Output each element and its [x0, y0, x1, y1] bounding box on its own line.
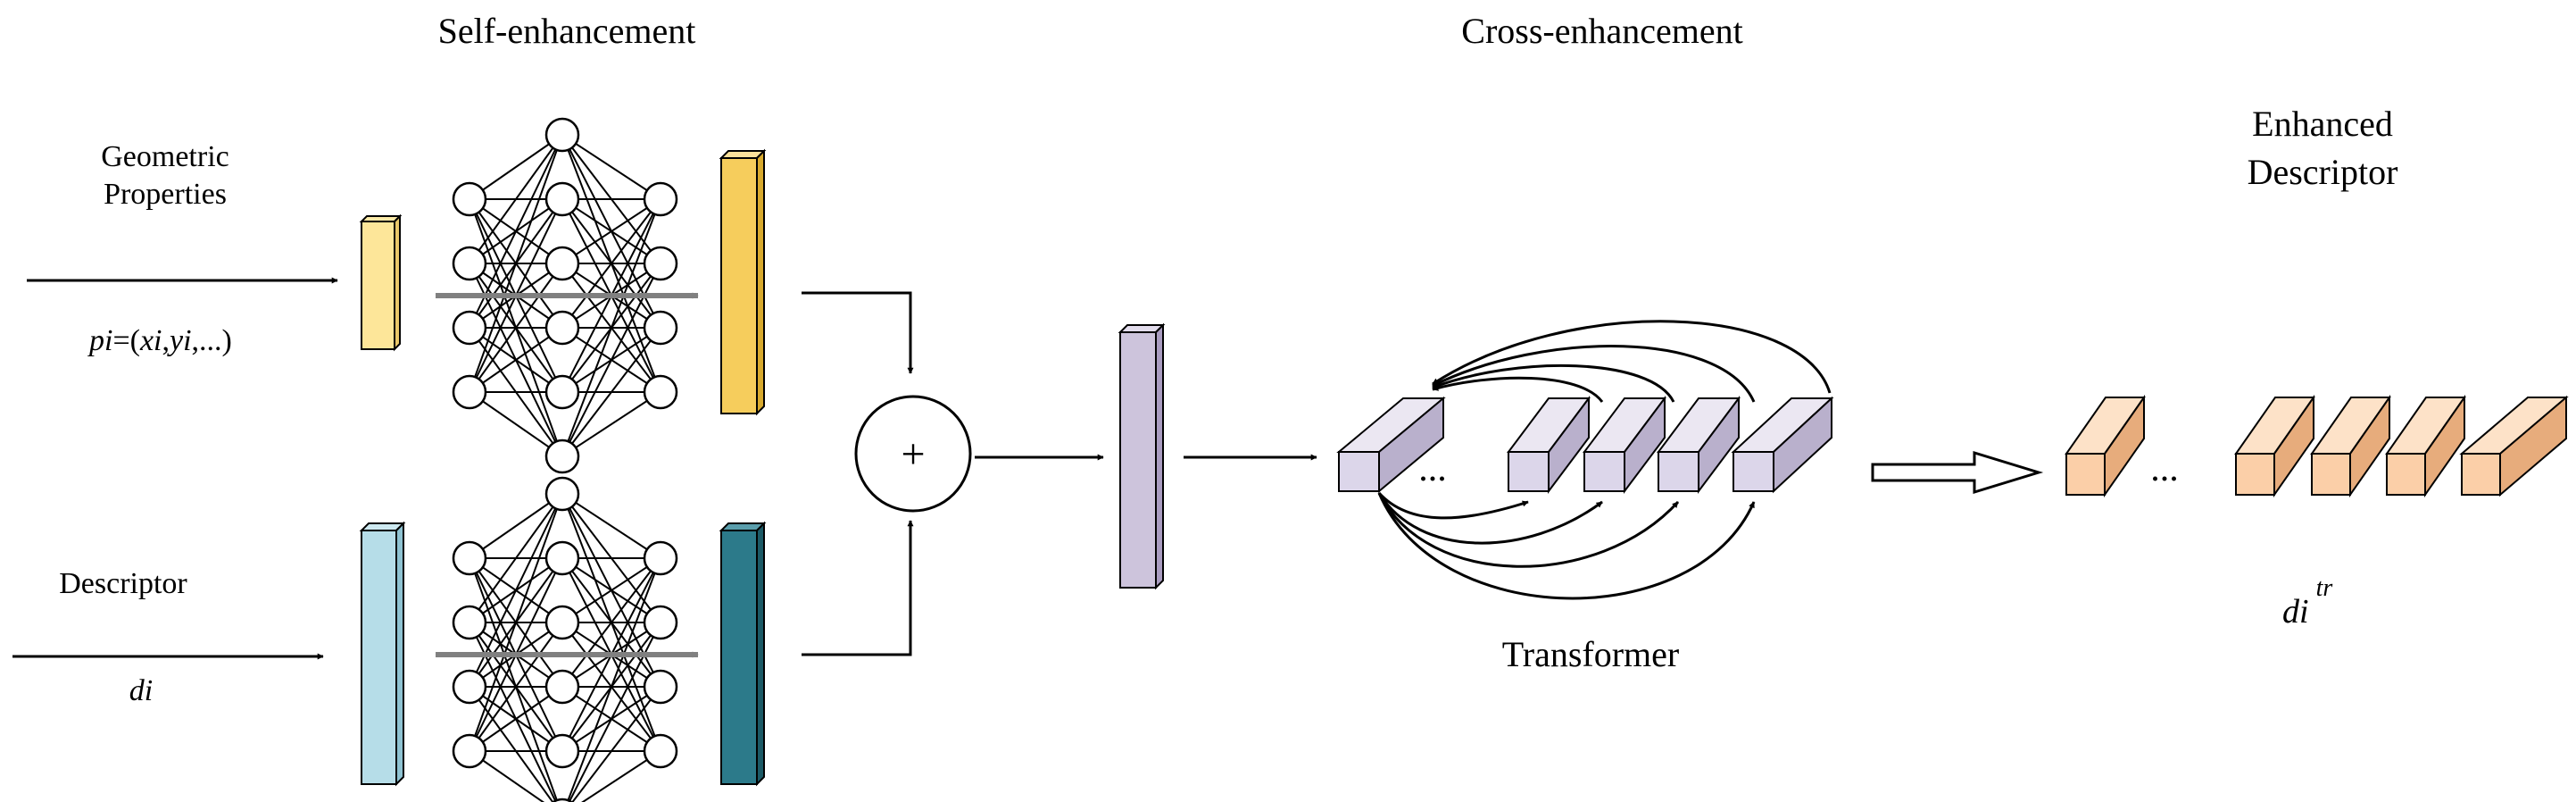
descriptor-mlp-connection [571, 686, 661, 802]
descriptor-mlp-connection [469, 493, 563, 559]
transformer-token-block-3 [1583, 396, 1666, 494]
geometric-mlp-neuron [643, 246, 678, 281]
geometric-enhanced-vector [719, 148, 767, 416]
descriptor-to-fusion-connector [802, 520, 914, 656]
descriptor-mlp-neuron [643, 540, 678, 576]
descriptor-mlp-neuron [452, 669, 487, 705]
output-token-block-5 [2459, 395, 2569, 497]
geometric-mlp-neuron [452, 181, 487, 217]
geometric-mlp-neuron [643, 310, 678, 346]
output-token-block-3 [2310, 394, 2391, 498]
output-token-block-4 [2385, 394, 2466, 498]
descriptor-mlp-network [436, 476, 699, 802]
geometric-mlp-neuron [452, 374, 487, 410]
geometric-label-line2: Properties [104, 178, 227, 211]
descriptor-mlp-connection [469, 493, 563, 688]
enhanced-descriptor-symbol: ditr [2282, 574, 2332, 631]
geometric-mlp-connection [561, 198, 661, 264]
geometric-to-fusion-connector [802, 291, 914, 374]
descriptor-mlp-connection [561, 493, 661, 559]
geometric-mlp-neuron [544, 181, 580, 217]
descriptor-feature-vector [359, 521, 406, 787]
cross-enhancement-title: Cross-enhancement [1461, 11, 1742, 51]
descriptor-mlp-neuron [544, 605, 580, 640]
descriptor-symbol: di [129, 674, 153, 707]
plus-symbol: + [901, 430, 925, 478]
geometric-mlp-neuron [544, 310, 580, 346]
geometric-mlp-neuron [544, 246, 580, 281]
descriptor-mlp-neuron [544, 733, 580, 769]
self-enhancement-title: Self-enhancement [438, 11, 696, 51]
hollow-output-arrow [1871, 450, 2044, 495]
descriptor-mlp-connection [469, 493, 563, 752]
descriptor-label: Descriptor [59, 567, 187, 600]
geometric-mlp-connection [561, 327, 661, 457]
geometric-mlp-connection [469, 391, 563, 457]
descriptor-mlp-connection [469, 493, 563, 623]
descriptor-mlp-connection [469, 686, 563, 752]
geometric-feature-vector [359, 213, 403, 352]
geometric-mlp-neuron [452, 246, 487, 281]
geometric-mlp-connection [469, 134, 563, 329]
geometric-mlp-connection [469, 134, 563, 264]
descriptor-mlp-connection [561, 557, 661, 688]
geometric-mlp-connection [469, 134, 563, 393]
transformer-ellipsis: ... [1418, 448, 1447, 489]
transformer-token-block-4 [1657, 396, 1741, 494]
descriptor-mlp-connection [566, 557, 661, 802]
descriptor-mlp-neuron [643, 733, 678, 769]
descriptor-enhanced-vector [719, 521, 767, 787]
geometric-mlp-network [436, 117, 699, 474]
descriptor-mlp-connection [469, 750, 545, 802]
fused-feature-vector [1118, 322, 1166, 590]
geometric-mlp-connection [561, 391, 661, 457]
transformer-token-block-1 [1336, 396, 1446, 494]
geometric-label-line1: Geometric [101, 140, 229, 173]
enhanced-descriptor-title-line1: Enhanced [2252, 104, 2393, 144]
geometric-mlp-connection [561, 198, 661, 457]
transformer-token-block-2 [1507, 396, 1591, 494]
geometric-mlp-neuron [544, 117, 580, 153]
geometric-mlp-connection [561, 134, 661, 200]
descriptor-mlp-neuron [452, 605, 487, 640]
geometric-mlp-connection [561, 263, 661, 457]
output-token-block-1 [2065, 394, 2146, 498]
descriptor-mlp-neuron [643, 669, 678, 705]
geometric-mlp-neuron [452, 310, 487, 346]
geometric-mlp-neuron [544, 439, 580, 474]
geometric-mlp-connection [469, 327, 563, 393]
descriptor-mlp-neuron [551, 798, 574, 802]
output-ellipsis: ... [2150, 448, 2179, 489]
geometric-mlp-neuron [643, 374, 678, 410]
transformer-attention-arcs [1377, 320, 1832, 600]
enhanced-descriptor-title-line2: Descriptor [2248, 152, 2398, 192]
descriptor-mlp-neuron [452, 733, 487, 769]
geometric-mlp-connection [469, 263, 563, 393]
geometric-mlp-neuron [544, 374, 580, 410]
descriptor-mlp-neuron [452, 540, 487, 576]
geometric-mlp-connection [561, 198, 661, 329]
addition-node: + [854, 395, 972, 513]
descriptor-mlp-neuron [544, 669, 580, 705]
transformer-token-block-5 [1731, 396, 1834, 494]
descriptor-mlp-neuron [544, 540, 580, 576]
output-token-block-2 [2234, 394, 2315, 498]
descriptor-mlp-connection [581, 750, 661, 802]
descriptor-mlp-connection [561, 557, 661, 623]
transformer-label: Transformer [1502, 634, 1680, 674]
descriptor-mlp-neuron [643, 605, 678, 640]
geometric-mlp-neuron [643, 181, 678, 217]
position-formula: pi=(xi,yi,...) [87, 324, 232, 357]
descriptor-mlp-connection [469, 622, 563, 752]
geometric-mlp-connection [469, 134, 563, 200]
descriptor-mlp-neuron [544, 476, 580, 512]
